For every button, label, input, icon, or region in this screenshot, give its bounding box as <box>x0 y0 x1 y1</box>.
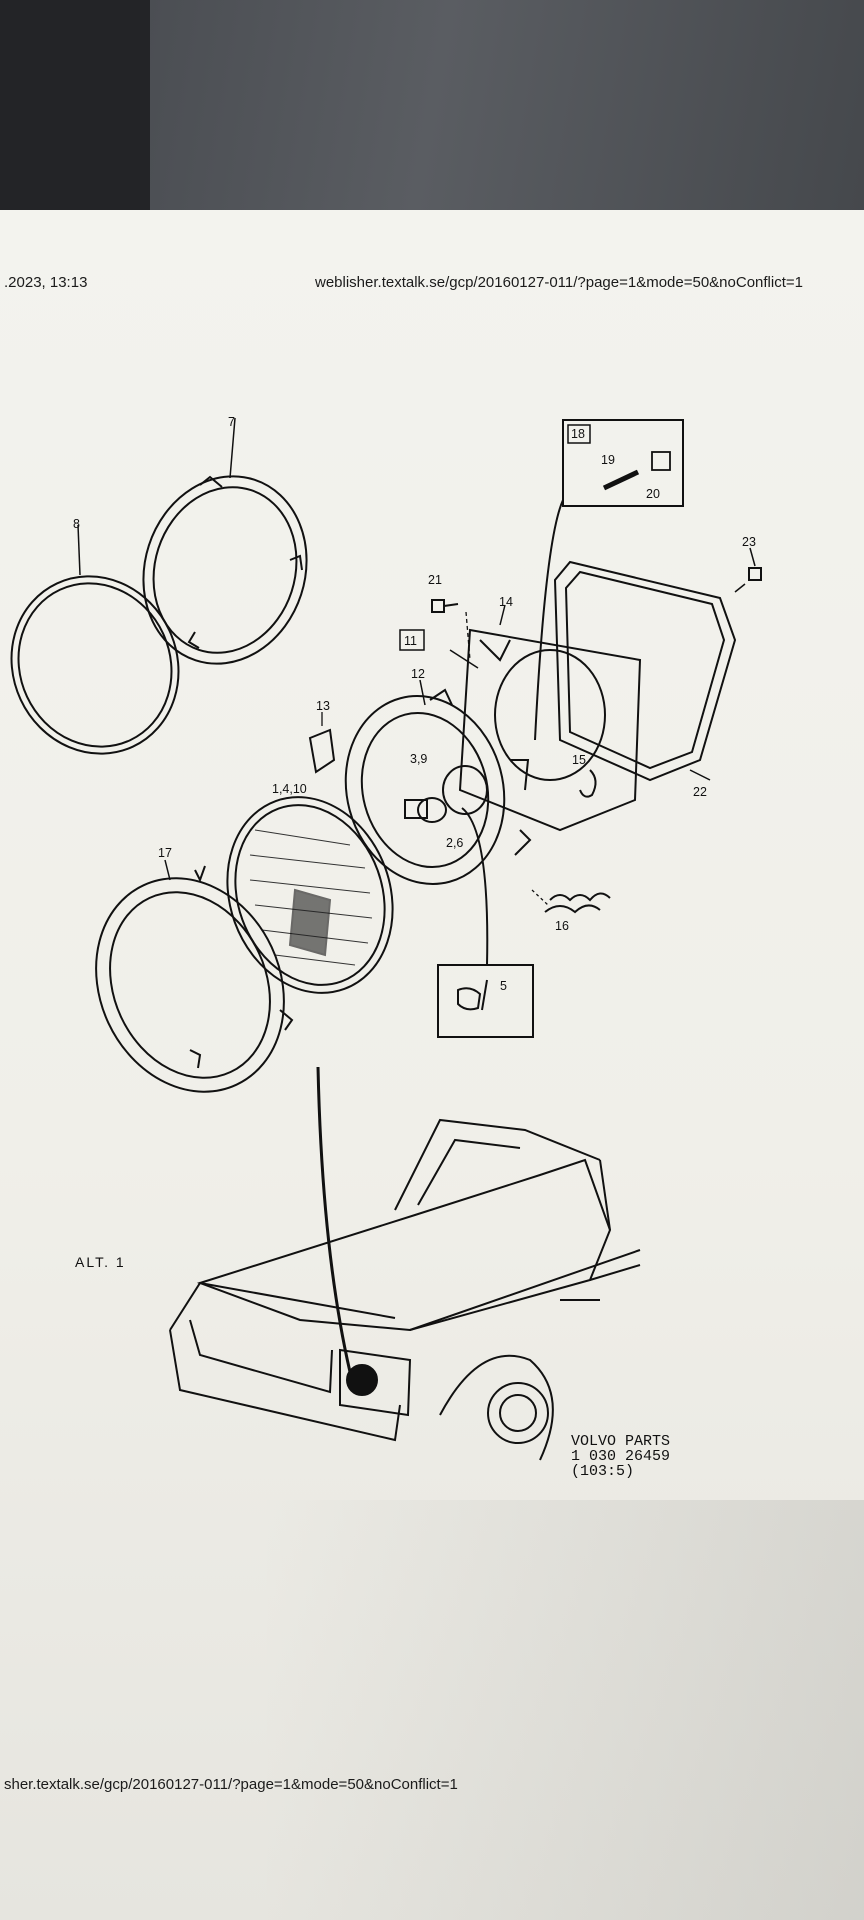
caption-line-3: (103:5) <box>571 1463 634 1480</box>
printed-page <box>0 210 864 1920</box>
part-8-seal-ring <box>10 575 180 755</box>
alt-label: ALT. 1 <box>75 1254 126 1270</box>
part-23-screw <box>734 547 762 593</box>
part-18-kit-box <box>534 419 684 741</box>
print-url-header: weblisher.textalk.se/gcp/20160127-011/?p… <box>315 274 803 291</box>
callout-15: 15 <box>572 753 586 767</box>
car-illustration <box>169 1066 641 1461</box>
callout-1-4-10: 1,4,10 <box>272 782 307 796</box>
callout-7: 7 <box>228 415 235 429</box>
callout-18: 18 <box>571 427 585 441</box>
callout-20: 20 <box>646 487 660 501</box>
caption-line-1: VOLVO PARTS <box>571 1433 670 1450</box>
callout-21: 21 <box>428 573 442 587</box>
callout-14: 14 <box>499 595 513 609</box>
callout-5: 5 <box>500 979 507 993</box>
part-22-gasket-frame <box>553 560 737 782</box>
callout-22: 22 <box>693 785 707 799</box>
callout-12: 12 <box>411 667 425 681</box>
part-11-label-box <box>399 629 425 651</box>
part-1-4-10-lamp-unit <box>226 796 394 994</box>
callout-13: 13 <box>316 699 330 713</box>
part-16-spring <box>531 889 611 914</box>
part-14-mounting-plate <box>458 628 642 832</box>
callout-17: 17 <box>158 846 172 860</box>
part-17-trim-ring <box>95 865 294 1093</box>
callout-23: 23 <box>742 535 756 549</box>
callout-11: 11 <box>404 634 417 648</box>
part-7-retaining-ring <box>142 475 308 665</box>
part-13-connector <box>308 712 336 774</box>
callout-16: 16 <box>555 919 569 933</box>
callout-3-9: 3,9 <box>410 752 427 766</box>
photo-background-surface <box>150 0 864 215</box>
part-12-headlamp-housing <box>344 688 532 885</box>
part-21-bolt <box>431 599 471 661</box>
part-15-clip <box>579 769 597 798</box>
print-datetime: .2023, 13:13 <box>4 274 88 291</box>
part-3-9-bulb <box>404 765 488 823</box>
part-5-box <box>437 964 534 1038</box>
callout-8: 8 <box>73 517 80 531</box>
caption-line-2: 1 030 26459 <box>571 1448 670 1465</box>
callout-2-6: 2,6 <box>446 836 463 850</box>
page-shadow <box>0 1500 864 1920</box>
print-url-footer: sher.textalk.se/gcp/20160127-011/?page=1… <box>4 1776 458 1793</box>
callout-19: 19 <box>601 453 615 467</box>
